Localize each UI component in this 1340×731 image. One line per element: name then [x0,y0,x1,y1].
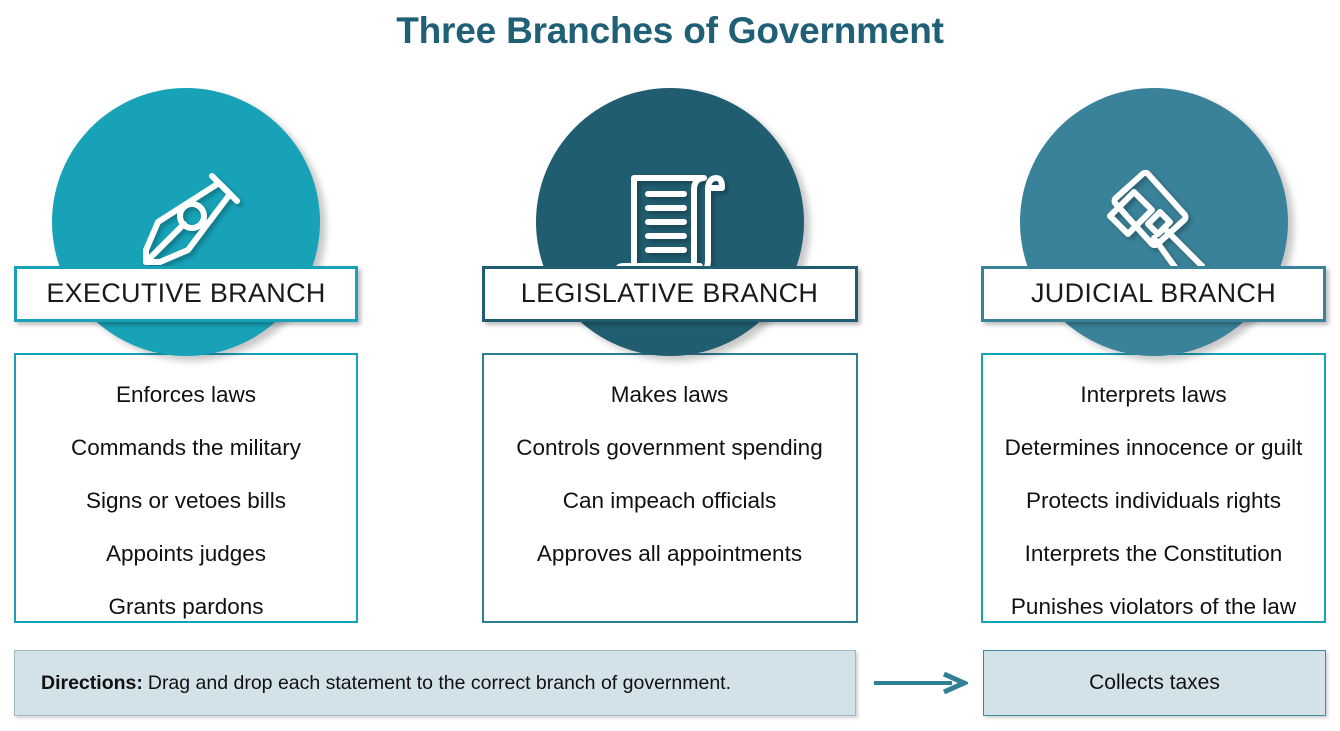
fact-item[interactable]: Protects individuals rights [1025,488,1282,513]
draggable-statement-label: Collects taxes [1089,671,1220,694]
branch-label-executive[interactable]: EXECUTIVE BRANCH [14,266,358,322]
directions-bar: Directions: Drag and drop each statement… [14,650,856,716]
arrow-right-icon [873,671,968,695]
page-title: Three Branches of Government [396,10,944,51]
branch-label-judicial[interactable]: JUDICIAL BRANCH [981,266,1326,322]
branch-label-text: LEGISLATIVE BRANCH [520,278,819,308]
fact-item[interactable]: Signs or vetoes bills [85,488,287,513]
fact-item[interactable]: Enforces laws [115,382,257,407]
arrow-container [856,671,983,695]
circle-wrap-executive [14,88,358,356]
branches-row: EXECUTIVE BRANCH Enforces laws Commands … [0,88,1340,623]
fact-item[interactable]: Commands the military [70,435,302,460]
facts-box-legislative: Makes laws Controls government spending … [481,353,858,623]
fact-item[interactable]: Controls government spending [516,435,823,460]
fact-item[interactable]: Approves all appointments [536,541,803,566]
bottom-row: Directions: Drag and drop each statement… [14,650,1326,716]
circle-wrap-legislative [482,88,858,356]
draggable-statement-card[interactable]: Collects taxes [983,650,1326,716]
branch-column-executive: EXECUTIVE BRANCH Enforces laws Commands … [14,88,358,623]
fact-item[interactable]: Determines innocence or guilt [1004,435,1303,460]
fact-item[interactable]: Grants pardons [108,594,264,619]
directions-text: Drag and drop each statement to the corr… [147,671,732,694]
facts-box-executive: Enforces laws Commands the military Sign… [14,353,358,623]
directions-label: Directions: [41,671,143,694]
facts-box-judicial: Interprets laws Determines innocence or … [981,353,1326,623]
branch-label-text: EXECUTIVE BRANCH [46,278,326,308]
branch-label-text: JUDICIAL BRANCH [1030,278,1277,308]
fact-item[interactable]: Can impeach officials [562,488,777,513]
branch-column-judicial: JUDICIAL BRANCH Interprets laws Determin… [981,88,1326,623]
fact-item[interactable]: Appoints judges [105,541,267,566]
branch-label-legislative[interactable]: LEGISLATIVE BRANCH [481,266,858,322]
branch-column-legislative: LEGISLATIVE BRANCH Makes laws Controls g… [481,88,858,623]
fact-item[interactable]: Makes laws [610,382,729,407]
fact-item[interactable]: Punishes violators of the law [1010,594,1297,619]
fact-item[interactable]: Interprets laws [1080,382,1227,407]
circle-wrap-judicial [981,88,1326,356]
fountain-pen-nib-icon [143,173,240,265]
fact-item[interactable]: Interprets the Constitution [1024,541,1283,566]
